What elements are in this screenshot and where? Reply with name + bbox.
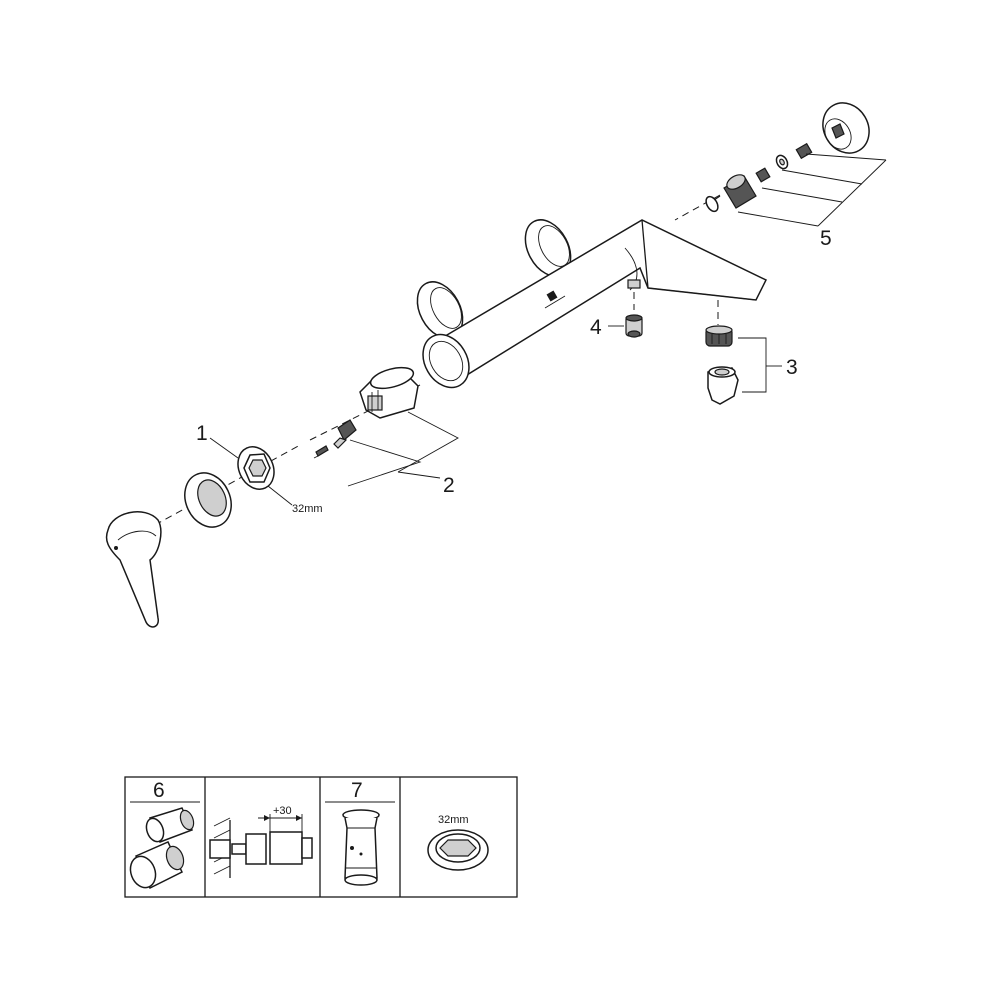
table-cell-6-label: 6 [153, 779, 165, 802]
part-4-insert [625, 314, 643, 338]
ring-dimension: 32mm [438, 814, 469, 826]
callout-4: 4 [590, 316, 602, 339]
extension-dimension: +30 [273, 805, 292, 817]
callout-5: 5 [820, 227, 832, 250]
spout-outlet [627, 279, 641, 289]
callout-3: 3 [786, 356, 798, 379]
wall-extension-detail [209, 814, 313, 878]
diverter-knob [822, 102, 870, 154]
diverter-washer [775, 154, 789, 170]
hex-ring-accessory [427, 829, 489, 871]
assembly-axis-handle [154, 444, 301, 526]
dimension-32mm: 32mm [292, 503, 323, 515]
hex-nut [237, 446, 275, 490]
bracket-5-d [805, 153, 887, 161]
lever-handle [105, 511, 162, 628]
accessory-table: 6 7 [124, 776, 518, 898]
bracket-3 [738, 337, 767, 393]
mixer-body [422, 219, 768, 389]
escutcheon-ring [184, 472, 232, 528]
bracket-2-upper [397, 411, 459, 473]
fixing-screw [313, 445, 329, 459]
wall-rosette-right [524, 219, 572, 277]
bracket-2-lower [347, 439, 422, 487]
leader-32mm [267, 485, 293, 506]
bracket-5-spine [817, 159, 887, 227]
diverter-spring [755, 167, 771, 183]
assembly-axis-diverter [674, 194, 721, 221]
cartridge-sleeve [342, 809, 380, 886]
leader-1 [209, 437, 239, 459]
bracket-5-a [737, 211, 819, 227]
table-cell-7-label: 7 [351, 779, 363, 802]
cartridge-part [359, 366, 419, 419]
aerator [705, 325, 733, 347]
extension-sleeve-small [145, 807, 195, 843]
bracket-5-b [761, 187, 843, 203]
callout-1: 1 [196, 422, 208, 445]
aerator-holder [707, 366, 739, 405]
brand-logo-mark [544, 290, 566, 309]
callout-2: 2 [443, 474, 455, 497]
spindle-adapter [333, 419, 357, 449]
diverter-adapter [795, 142, 813, 160]
bracket-5-c [781, 169, 863, 185]
diverter-valve [705, 174, 757, 213]
extension-sleeve-large [129, 841, 185, 890]
